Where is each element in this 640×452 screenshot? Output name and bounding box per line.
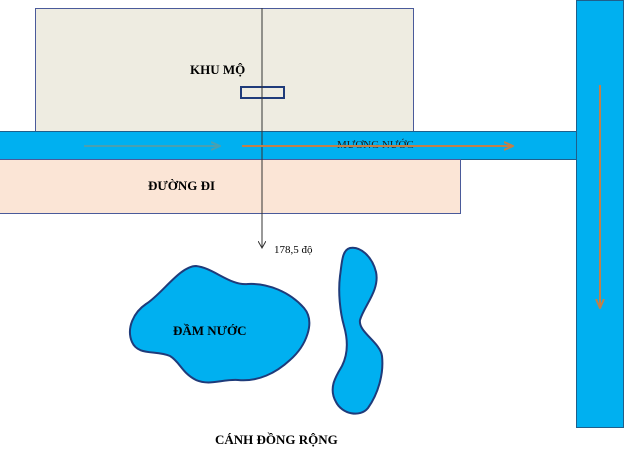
road-label: ĐƯỜNG ĐI (148, 178, 216, 193)
burial-area-label: KHU MỘ (190, 62, 246, 77)
road (0, 159, 461, 214)
canal-vertical (576, 0, 624, 428)
pond-large (128, 264, 311, 384)
pond-label: ĐẦM NƯỚC (173, 323, 247, 338)
field-label: CÁNH ĐỒNG RỘNG (215, 432, 338, 447)
bearing-label: 178,5 độ (274, 244, 313, 256)
pond-narrow (331, 246, 384, 415)
burial-area (35, 8, 414, 132)
